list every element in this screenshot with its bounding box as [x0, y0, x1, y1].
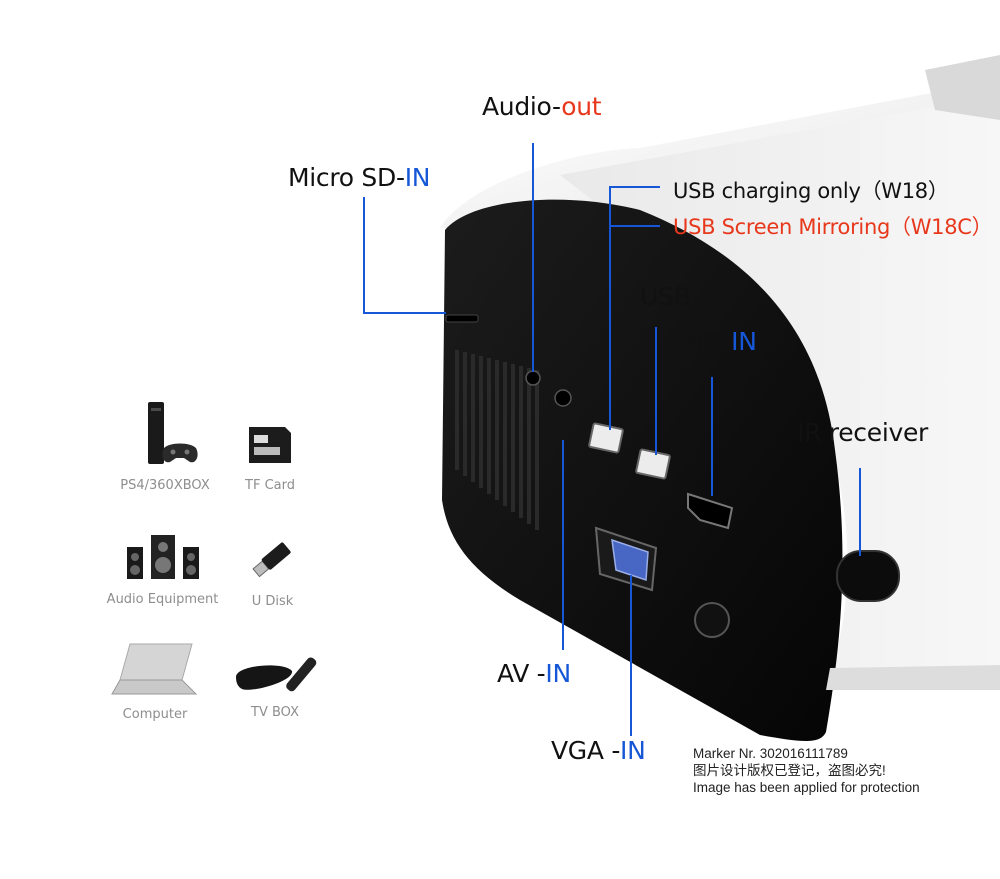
device-label: TV BOX [251, 705, 299, 720]
micro-sd-label: Micro SD-IN [288, 163, 431, 192]
watermark-line: Image has been applied for protection [693, 780, 920, 795]
laptop-icon [111, 643, 198, 695]
vent-grille [455, 350, 539, 530]
audio-out-label: Audio-out [482, 92, 602, 121]
watermark: Marker Nr. 302016111789 图片设计版权已登记，盗图必究! … [693, 745, 920, 796]
av-in-label: AV -IN [497, 659, 571, 688]
usb-charging-label: USB charging only（W18） [673, 179, 949, 203]
usb-mirroring-label: USB Screen Mirroring（W18C） [673, 215, 993, 239]
device-label: PS4/360XBOX [120, 478, 210, 493]
usb-mirroring-bracket [609, 186, 660, 430]
watermark-line: Marker Nr. 302016111789 [693, 746, 848, 761]
device-label: TF Card [245, 478, 295, 493]
micro-sd-line [363, 197, 446, 314]
usb-label: USB [640, 282, 691, 311]
device-label: Audio Equipment [106, 592, 219, 607]
tf-card-icon [249, 427, 291, 463]
hd-in-label: HD-IN [685, 327, 757, 356]
device-label: U Disk [251, 594, 294, 609]
vga-in-label: VGA -IN [551, 736, 646, 765]
ir-receiver-label: IR receiver [797, 418, 929, 447]
game-console-icon [148, 402, 198, 464]
watermark-line: 图片设计版权已登记，盗图必究! [693, 763, 886, 778]
tv-box-icon [236, 657, 317, 692]
device-grid: PS4/360XBOX TF Card Audio Equipment U Di… [100, 395, 330, 735]
usb-stick-icon [252, 542, 291, 578]
device-label: Computer [122, 707, 188, 722]
speakers-icon [127, 535, 199, 579]
